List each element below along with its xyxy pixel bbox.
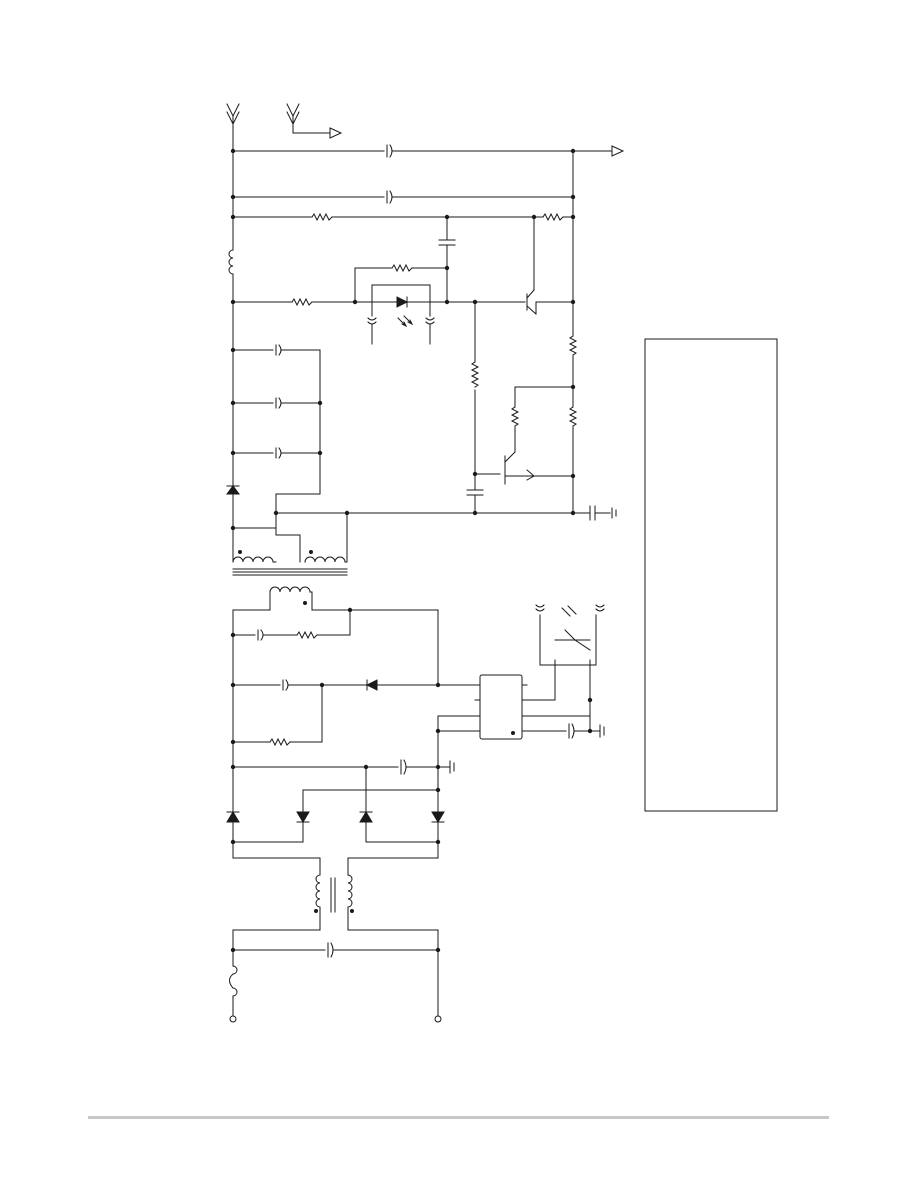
- supply-arrow-right: [286, 103, 331, 134]
- led-branch: [232, 263, 617, 521]
- transformer-winding-3: [269, 586, 313, 593]
- light-rays-icon: [397, 315, 414, 328]
- resistor-r7: [568, 406, 578, 427]
- resistor-r3: [291, 297, 313, 307]
- led-diode: [396, 296, 409, 308]
- resistor-r6: [568, 335, 578, 356]
- resistor-r1: [311, 212, 333, 222]
- fuse: [229, 965, 238, 1017]
- ground-cap: [589, 505, 617, 521]
- pnp-transistor: [526, 289, 537, 315]
- side-panel: [644, 338, 778, 812]
- left-cap-stack: [226, 301, 439, 686]
- bridge-diode-3: [359, 811, 373, 823]
- diode-d1: [226, 485, 240, 495]
- resistor-r8: [510, 406, 520, 427]
- junctions: [230, 148, 593, 953]
- npn-transistor: [474, 451, 574, 485]
- resistor-r4: [391, 263, 413, 273]
- opto-light-rays: [561, 605, 577, 617]
- transformer-winding-2: [304, 556, 348, 563]
- inductor-l1: [228, 249, 234, 303]
- bridge-diode-1: [226, 811, 240, 823]
- capacitor-c1: [386, 144, 393, 158]
- ac-terminal-left: [229, 1015, 237, 1023]
- controller-section: [226, 604, 605, 876]
- phototransistor: [554, 629, 591, 651]
- common-mode-choke-left: [315, 874, 321, 931]
- output-arrow: [611, 145, 625, 157]
- output-rail: [226, 103, 625, 303]
- bridge-diode-4: [431, 811, 445, 823]
- footer-rule: [88, 1116, 829, 1119]
- supply-arrow-left: [226, 103, 240, 152]
- resistor-r2: [542, 212, 564, 222]
- resistor-r5: [470, 361, 480, 388]
- input-filter: [229, 874, 442, 1023]
- transformer-winding-1: [232, 556, 277, 563]
- diode-d2: [365, 679, 378, 691]
- bridge-diode-2: [296, 811, 310, 823]
- common-mode-choke-right: [347, 874, 353, 931]
- ic-chip: [479, 674, 523, 740]
- signal-flag-right: [329, 127, 343, 139]
- capacitor-c2: [386, 190, 393, 204]
- ac-terminal-right: [434, 1015, 442, 1023]
